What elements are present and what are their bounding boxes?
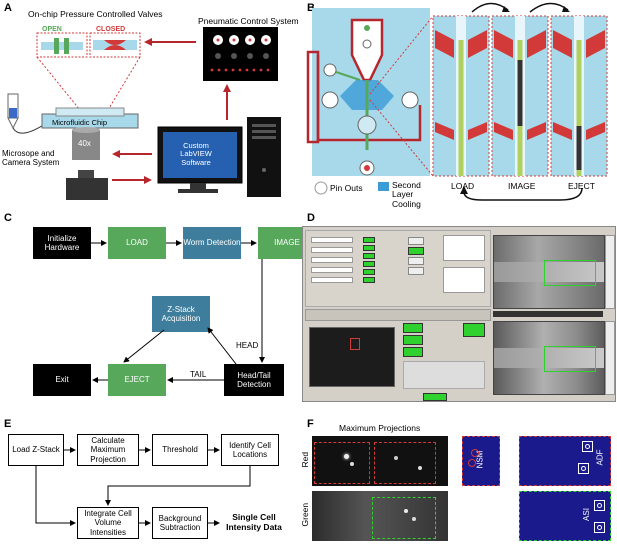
identify-box: Identify Cell Locations	[221, 434, 279, 466]
panel-label-f: F	[307, 418, 314, 430]
scope-label: Microsope and Camera System	[2, 149, 60, 167]
exit-box: Exit	[33, 364, 91, 396]
closeup-load	[432, 15, 490, 177]
background-box: Background Subtraction	[152, 507, 208, 539]
open-label: OPEN	[42, 26, 62, 33]
panel-label-d: D	[307, 212, 315, 224]
adf-label: ADF	[595, 449, 605, 466]
panel-label-b: B	[307, 2, 315, 14]
zstack-box: Z-Stack Acquisition	[152, 296, 210, 332]
calc-max-box: Calculate Maximum Projection	[77, 434, 139, 466]
eject-box: EJECT	[108, 364, 166, 396]
headtail-box: Head/Tail Detection	[224, 364, 284, 396]
preview-image	[309, 327, 395, 387]
valves-title: On-chip Pressure Controlled Valves	[28, 9, 163, 19]
green-projection-image	[312, 491, 448, 541]
head-label: HEAD	[236, 341, 259, 350]
labview-window	[302, 226, 616, 402]
panel-a-graphics	[7, 27, 281, 200]
pin-outs-label: Pin Outs	[330, 183, 363, 193]
panel-label-c: C	[4, 212, 12, 224]
closed-label: CLOSED	[96, 26, 126, 33]
worm-image-bottom	[493, 321, 605, 395]
load-label-b: LOAD	[451, 181, 475, 191]
chip-label: Microfluidic Chip	[52, 118, 108, 127]
result-text: Single Cell Intensity Data	[226, 512, 282, 532]
load-zstack-box: Load Z-Stack	[8, 434, 64, 466]
green-label: Green	[300, 502, 311, 527]
panel-c-arrows	[91, 240, 265, 383]
pneumatic-label: Pneumatic Control System	[198, 16, 299, 26]
worm-image-top	[493, 235, 605, 309]
second-layer-label: Second Layer Cooling	[392, 180, 421, 209]
red-projection-image	[312, 436, 448, 486]
panel-b-graphics	[306, 2, 608, 201]
integrate-box: Integrate Cell Volume Intensities	[77, 507, 139, 539]
red-label: Red	[300, 451, 311, 468]
closeup-image	[491, 15, 549, 177]
tail-label: TAIL	[190, 370, 207, 379]
threshold-box: Threshold	[152, 434, 208, 466]
panel-label-a: A	[4, 2, 12, 14]
eject-label-b: EJECT	[568, 181, 595, 191]
panel-e-arrows	[35, 447, 251, 526]
load-box: LOAD	[108, 227, 166, 259]
worm-detection-box: Worm Detection	[183, 227, 241, 259]
software-label: Custom LabVIEW Software	[180, 141, 212, 167]
image-label-b: IMAGE	[508, 181, 536, 191]
max-proj-title: Maximum Projections	[339, 423, 421, 433]
asi-label: ASI	[581, 508, 591, 521]
asi-box: ASI	[519, 491, 611, 541]
objective-label: 40x	[78, 139, 91, 148]
panel-label-e: E	[4, 418, 12, 430]
adf-box: ADF	[519, 436, 611, 486]
initialize-box: Initialize Hardware	[33, 227, 91, 259]
pc-tower	[247, 117, 281, 197]
nsm-box: NSM	[462, 436, 500, 486]
closeup-eject	[550, 15, 608, 177]
